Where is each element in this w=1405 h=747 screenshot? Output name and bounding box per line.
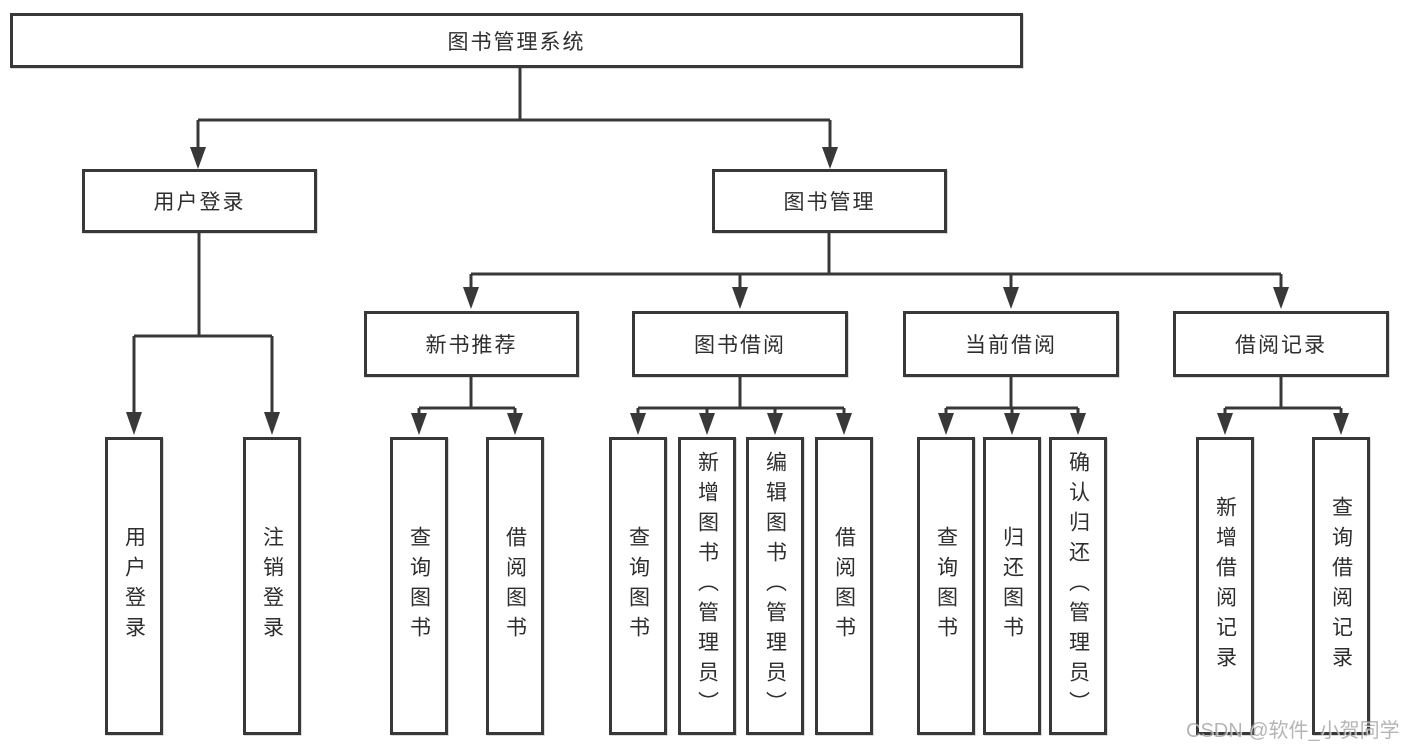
connector-new-book-recommend [417, 377, 517, 416]
leaf-query-borrow-record: 查询借阅记录 [1312, 437, 1370, 735]
connector-book-borrow [636, 377, 846, 416]
connector-borrow-records [1223, 377, 1343, 416]
node-borrow-records: 借阅记录 [1173, 311, 1389, 377]
arrow-down-icon [822, 147, 838, 169]
arrow-down-icon [1004, 413, 1020, 435]
arrow-down-icon [767, 413, 783, 435]
leaf-confirm-return-admin: 确认归还（管理员） [1049, 437, 1107, 735]
connector-root [196, 68, 832, 150]
arrow-down-icon [699, 413, 715, 435]
arrow-down-icon [126, 412, 142, 435]
leaf-add-borrow-record: 新增借阅记录 [1196, 437, 1254, 735]
csdn-watermark: CSDN @软件_小贺同学 [1186, 720, 1400, 742]
arrow-down-icon [1003, 287, 1019, 309]
node-current-borrow: 当前借阅 [903, 311, 1119, 377]
arrow-down-icon [1333, 413, 1349, 435]
leaf-add-books-admin: 新增图书（管理员） [678, 437, 736, 735]
arrow-down-icon [411, 413, 427, 435]
arrow-down-icon [1217, 413, 1233, 435]
leaf-query-books-recommend: 查询图书 [390, 437, 448, 735]
leaf-borrow-books: 借阅图书 [815, 437, 873, 735]
arrow-down-icon [1070, 413, 1086, 435]
arrow-down-icon [1273, 287, 1289, 309]
arrow-down-icon [507, 413, 523, 435]
connector-user-login [132, 233, 274, 415]
leaf-borrow-books-recommend: 借阅图书 [486, 437, 544, 735]
arrowheads [126, 147, 1349, 435]
connector-current-borrow [944, 377, 1080, 416]
arrow-down-icon [836, 413, 852, 435]
leaf-query-books-borrow: 查询图书 [609, 437, 667, 735]
leaf-logout: 注销登录 [243, 437, 301, 735]
node-library-management-system: 图书管理系统 [10, 13, 1023, 68]
arrow-down-icon [732, 287, 748, 309]
leaf-user-login: 用户登录 [105, 437, 163, 735]
leaf-return-books: 归还图书 [983, 437, 1041, 735]
arrow-down-icon [938, 413, 954, 435]
arrow-down-icon [463, 287, 479, 309]
arrow-down-icon [190, 147, 206, 169]
node-book-borrow: 图书借阅 [632, 311, 848, 377]
arrow-down-icon [264, 412, 280, 435]
node-book-management: 图书管理 [712, 169, 947, 233]
leaf-edit-books-admin: 编辑图书（管理员） [746, 437, 804, 735]
node-user-login: 用户登录 [82, 169, 317, 233]
node-new-book-recommend: 新书推荐 [364, 311, 579, 377]
connector-book-management [469, 232, 1283, 290]
arrow-down-icon [630, 413, 646, 435]
leaf-query-books-current: 查询图书 [917, 437, 975, 735]
